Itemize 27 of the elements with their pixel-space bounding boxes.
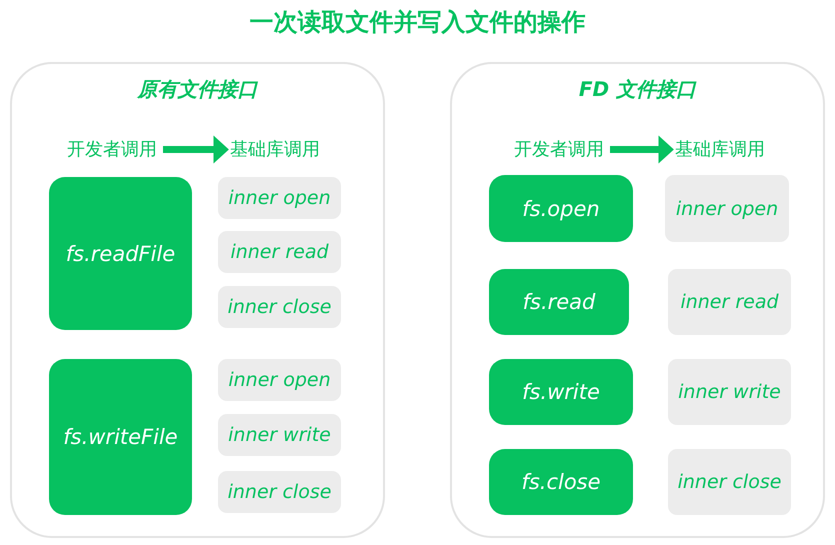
api-box: fs.read xyxy=(489,269,629,335)
interface-panel xyxy=(10,62,385,538)
arrow xyxy=(610,136,674,164)
caller-label: 开发者调用 xyxy=(514,135,614,163)
diagram-title: 一次读取文件并写入文件的操作 xyxy=(248,7,586,38)
inner-call-box: inner open xyxy=(665,175,789,242)
inner-call-box: inner close xyxy=(218,286,341,328)
inner-call-box: inner close xyxy=(218,471,341,513)
interface-panel xyxy=(450,62,825,538)
inner-call-box: inner open xyxy=(218,359,341,401)
caller-label: 基础库调用 xyxy=(675,135,785,163)
caller-label: 开发者调用 xyxy=(67,135,167,163)
api-box: fs.writeFile xyxy=(49,359,192,515)
panel-heading: FD 文件接口 xyxy=(578,76,698,103)
inner-call-box: inner read xyxy=(218,231,341,273)
inner-call-box: inner open xyxy=(218,177,341,219)
inner-call-box: inner read xyxy=(668,269,791,335)
panel-heading: 原有文件接口 xyxy=(136,76,259,103)
inner-call-box: inner write xyxy=(668,359,791,425)
inner-call-box: inner write xyxy=(218,414,341,456)
arrow xyxy=(163,136,229,164)
inner-call-box: inner close xyxy=(668,449,791,515)
caller-label: 基础库调用 xyxy=(230,135,340,163)
api-box: fs.write xyxy=(489,359,633,425)
api-box: fs.open xyxy=(489,175,633,242)
api-box: fs.close xyxy=(489,449,633,515)
api-box: fs.readFile xyxy=(49,177,192,330)
